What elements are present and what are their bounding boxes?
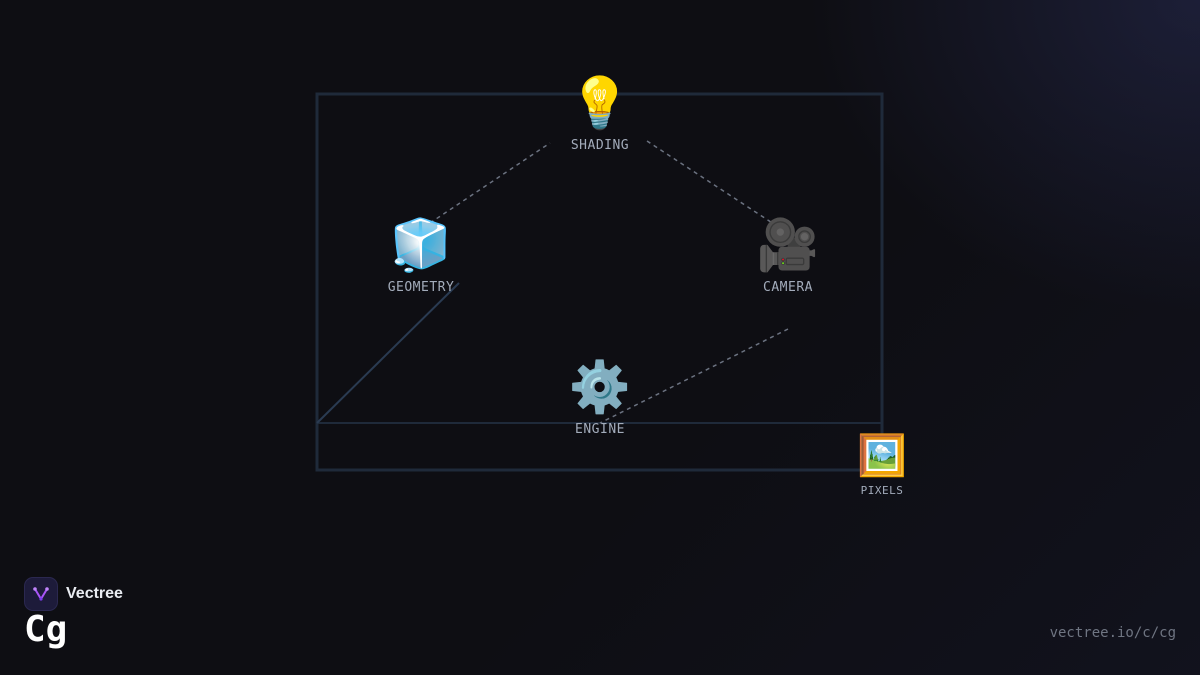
node-shading[interactable]: 💡 SHADING: [569, 78, 631, 153]
node-engine-label: ENGINE: [575, 422, 625, 437]
node-pixels-label: PIXELS: [860, 484, 904, 497]
connector-shading-camera: [646, 140, 781, 229]
framed-picture-icon: 🖼️: [857, 433, 907, 479]
ice-cube-icon: 🧊: [389, 216, 453, 274]
node-camera[interactable]: 🎥 CAMERA: [757, 220, 819, 295]
connector-geometry-frame: [316, 282, 460, 424]
video-camera-icon: 🎥: [756, 216, 820, 274]
brand[interactable]: Vectree: [24, 577, 123, 611]
lightbulb-icon: 💡: [568, 74, 632, 132]
gear-icon: ⚙️: [568, 358, 632, 416]
page-code: Cg: [24, 609, 68, 650]
vectree-logo-icon: [24, 577, 58, 611]
node-engine[interactable]: ⚙️ ENGINE: [569, 362, 631, 437]
brand-name: Vectree: [66, 585, 123, 602]
node-shading-label: SHADING: [570, 138, 630, 153]
connector-camera-engine: [599, 328, 789, 424]
node-geometry[interactable]: 🧊 GEOMETRY: [388, 220, 455, 295]
site-url-link[interactable]: vectree.io/c/cg: [1049, 625, 1176, 641]
node-geometry-label: GEOMETRY: [387, 280, 455, 295]
pipeline-frame: [315, 92, 884, 472]
connector-geometry-shading: [429, 142, 551, 224]
node-camera-label: CAMERA: [763, 280, 813, 295]
node-pixels[interactable]: 🖼️ PIXELS: [857, 436, 907, 497]
